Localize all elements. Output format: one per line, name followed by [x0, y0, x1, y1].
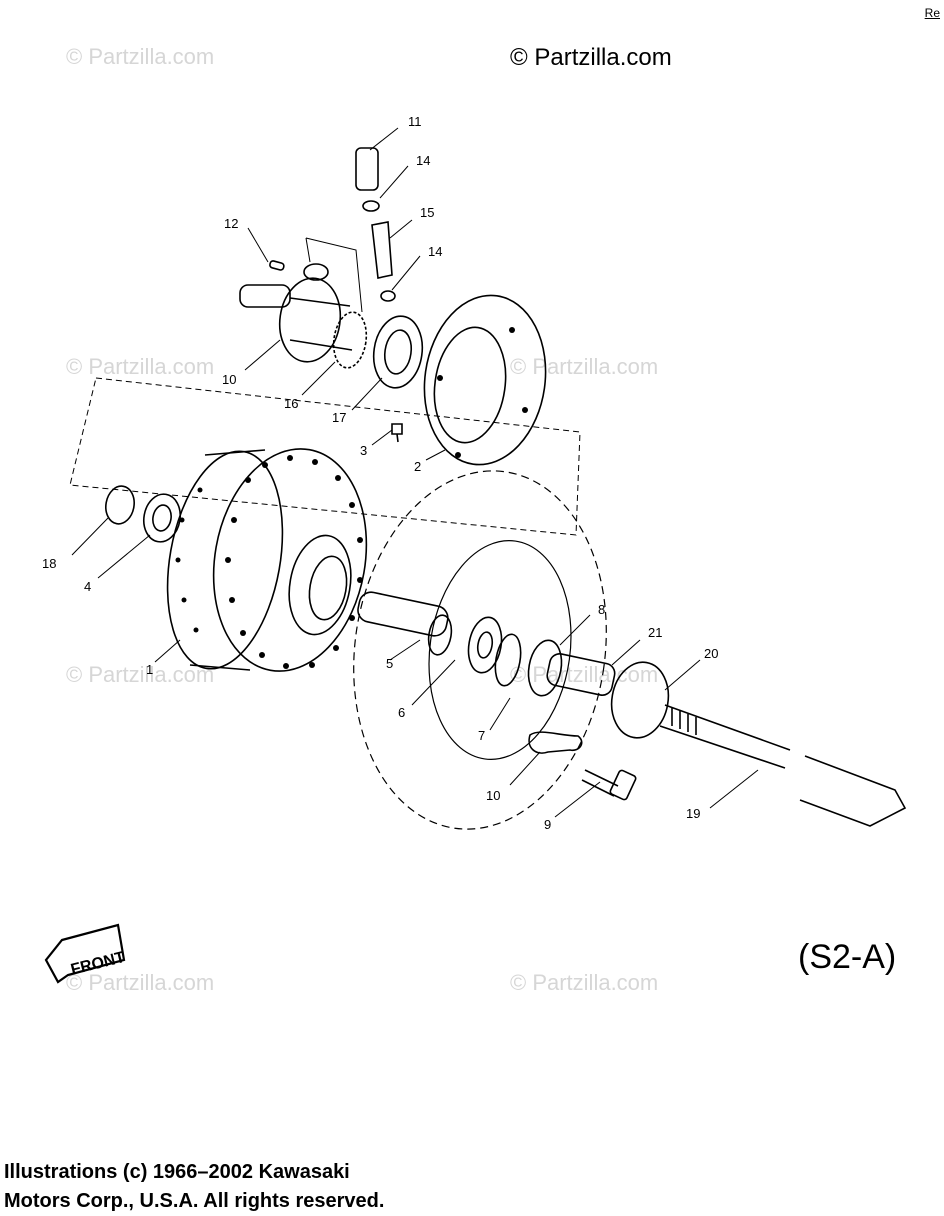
seal-6 [427, 614, 453, 656]
watermark: © Partzilla.com [510, 354, 659, 379]
brake-drum-outline [353, 470, 607, 830]
front-arrow-icon [44, 923, 126, 984]
copyright-text: © Partzilla.com [510, 44, 672, 71]
bearing-17 [372, 315, 424, 389]
callout-1: 1 [146, 662, 154, 677]
callout-2: 2 [414, 459, 422, 474]
cap-20 [610, 661, 670, 739]
collar-21 [546, 653, 616, 696]
callout-10: 10 [486, 788, 501, 803]
callout-16: 16 [284, 396, 299, 411]
pinion-15 [371, 221, 393, 279]
watermark: © Partzilla.com [66, 970, 215, 995]
callout-18: 18 [42, 556, 57, 571]
callout-13: 11 [408, 114, 422, 129]
callout-5: 5 [386, 656, 394, 671]
bolt-9 [581, 769, 637, 801]
bearing-4 [142, 493, 182, 543]
sleeve-5 [357, 591, 449, 637]
diagram-code: (S2-A) [798, 938, 897, 976]
callout-3: 3 [360, 443, 368, 458]
wheel-hub [166, 448, 368, 672]
watermark: © Partzilla.com [510, 662, 659, 687]
footer-line-2: Motors Corp., U.S.A. All rights reserved… [4, 1190, 385, 1212]
brake-panel-2 [423, 294, 547, 466]
drive-fitting-13 [355, 147, 379, 191]
callout-14: 14 [416, 153, 431, 168]
gear-16 [332, 311, 368, 369]
footer-line-1: Illustrations (c) 1966–2002 Kawasaki [4, 1161, 350, 1183]
callout-14: 14 [428, 244, 443, 259]
watermark: © Partzilla.com [66, 662, 215, 687]
corner-link[interactable]: Re [924, 6, 940, 20]
lock-plate-10 [528, 731, 583, 754]
front-label: FRONT [69, 949, 127, 979]
watermark: © Partzilla.com [510, 970, 659, 995]
callout-19: 19 [686, 806, 701, 821]
callout-15: 15 [420, 205, 435, 220]
washer-14-top [362, 200, 380, 212]
callout-17: 17 [332, 410, 347, 425]
watermark: © Partzilla.com [66, 354, 215, 379]
pin-12 [269, 260, 285, 271]
brake-drum-inner [428, 540, 572, 760]
axle-19 [659, 704, 907, 827]
callout-7: 7 [478, 728, 486, 743]
footer-copyright: Illustrations (c) 1966–2002 Kawasaki Mot… [4, 1158, 384, 1216]
callout-21: 21 [648, 625, 663, 640]
callout-20: 20 [704, 646, 719, 661]
callout-4: 4 [84, 579, 92, 594]
watermark: © Partzilla.com [66, 44, 215, 69]
callout-8: 8 [598, 602, 606, 617]
gear-housing-11 [239, 263, 353, 363]
callout-12: 12 [224, 216, 239, 231]
callout-9: 9 [544, 817, 552, 832]
ring-18 [105, 485, 135, 525]
bolt-3 [391, 423, 403, 443]
washer-14-bottom [380, 290, 396, 302]
seal-8 [527, 639, 563, 697]
bearing-7 [467, 616, 503, 674]
callout-11: 10 [222, 372, 237, 387]
callout-6: 6 [398, 705, 406, 720]
